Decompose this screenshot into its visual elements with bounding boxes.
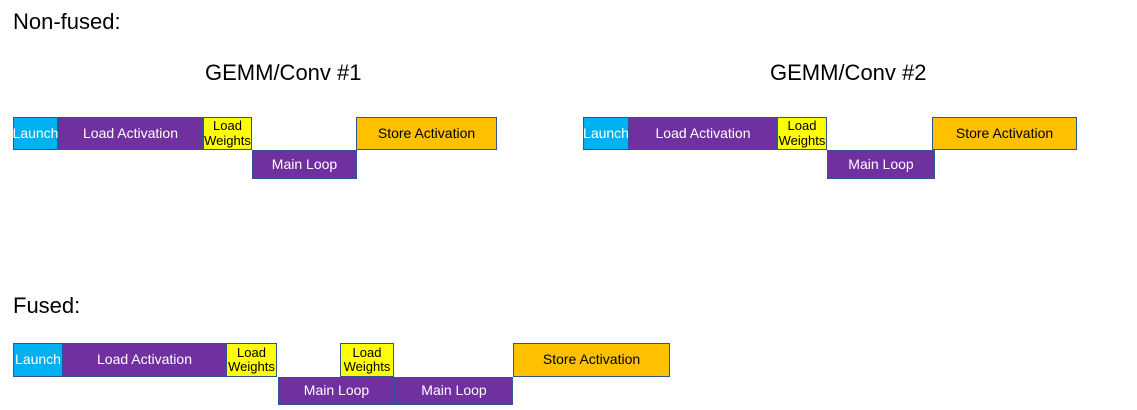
- fused-load-activation-block: Load Activation: [63, 343, 226, 377]
- fused-load-weights-2-block: Load Weights: [340, 343, 394, 377]
- nonfused2-load-activation-block: Load Activation: [629, 117, 777, 150]
- fused-store-activation-block: Store Activation: [513, 343, 670, 377]
- section-label-non-fused: Non-fused:: [13, 9, 121, 34]
- nonfused2-main-loop-block: Main Loop: [827, 150, 935, 179]
- group-title-gemm-conv-2: GEMM/Conv #2: [770, 60, 927, 85]
- nonfused2-launch-block: Launch: [583, 117, 629, 150]
- nonfused1-main-loop-block: Main Loop: [252, 150, 357, 179]
- section-label-fused: Fused:: [13, 293, 81, 318]
- nonfused2-load-weights-block: Load Weights: [777, 117, 827, 150]
- nonfused1-launch-block: Launch: [13, 117, 58, 150]
- nonfused1-store-activation-block: Store Activation: [356, 117, 497, 150]
- group-title-gemm-conv-1: GEMM/Conv #1: [205, 60, 362, 85]
- nonfused1-load-activation-block: Load Activation: [58, 117, 203, 150]
- fused-launch-block: Launch: [13, 343, 63, 377]
- fused-load-weights-1-block: Load Weights: [226, 343, 277, 377]
- nonfused2-store-activation-block: Store Activation: [932, 117, 1077, 150]
- fused-main-loop-1-block: Main Loop: [278, 377, 395, 405]
- nonfused1-load-weights-block: Load Weights: [203, 117, 252, 150]
- fused-main-loop-2-block: Main Loop: [395, 377, 513, 405]
